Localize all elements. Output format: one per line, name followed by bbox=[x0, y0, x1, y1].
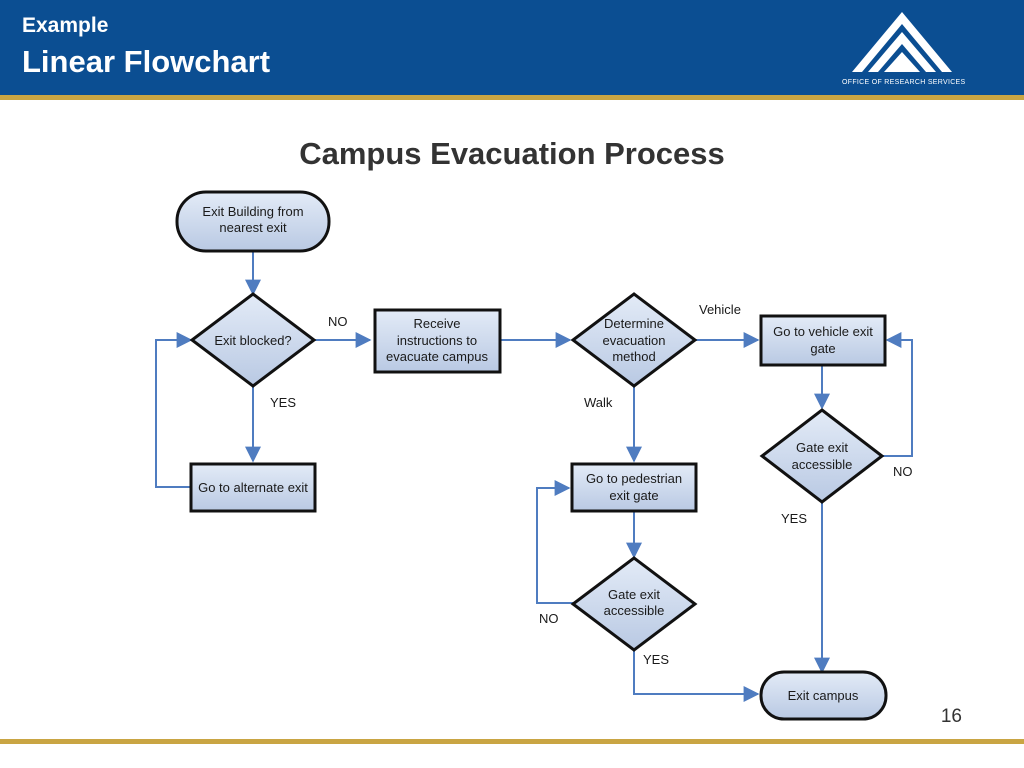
label-alternate-exit: Go to alternate exit bbox=[198, 480, 308, 495]
edge-walk-gate-yes bbox=[633, 650, 760, 702]
edge-label-yes-vehicle-gate: YES bbox=[781, 511, 807, 526]
connectors bbox=[155, 251, 913, 702]
label-vehicle-gate-1: Go to vehicle exit bbox=[773, 324, 873, 339]
label-determine-3: method bbox=[612, 349, 655, 364]
node-vehicle-gate bbox=[759, 314, 887, 367]
label-pedestrian-1: Go to pedestrian bbox=[586, 471, 682, 486]
edge-label-no-walk-gate: NO bbox=[539, 611, 559, 626]
label-receive-2: instructions to bbox=[397, 333, 477, 348]
label-vehicle-gate-2: gate bbox=[810, 341, 835, 356]
label-exit-building-2: nearest exit bbox=[219, 220, 287, 235]
footer-rule bbox=[0, 739, 1024, 744]
node-exit-campus bbox=[759, 670, 888, 721]
edge-alternate-loop-back bbox=[155, 332, 193, 488]
node-determine-method bbox=[570, 292, 698, 388]
edge-label-vehicle: Vehicle bbox=[699, 302, 741, 317]
label-gate-vehicle-2: accessible bbox=[792, 457, 853, 472]
slide-kicker: Example bbox=[22, 14, 109, 37]
node-receive-instructions bbox=[373, 308, 502, 374]
label-gate-walk-2: accessible bbox=[604, 603, 665, 618]
edge-walk-gate-no-loop bbox=[536, 480, 573, 604]
edge-label-no-blocked: NO bbox=[328, 314, 348, 329]
edge-vehicle-gate-no-loop bbox=[882, 332, 913, 457]
edge-label-yes-blocked: YES bbox=[270, 395, 296, 410]
label-exit-campus: Exit campus bbox=[788, 688, 859, 703]
node-exit-building bbox=[175, 190, 331, 253]
node-exit-blocked bbox=[189, 292, 317, 388]
label-gate-walk-1: Gate exit bbox=[608, 587, 660, 602]
label-exit-blocked: Exit blocked? bbox=[214, 333, 291, 348]
header-rule bbox=[0, 95, 1024, 100]
label-pedestrian-2: exit gate bbox=[609, 488, 658, 503]
label-exit-building-1: Exit Building from bbox=[202, 204, 303, 219]
edge-label-yes-walk-gate: YES bbox=[643, 652, 669, 667]
node-gate-accessible-walk bbox=[570, 556, 698, 652]
label-determine-2: evacuation bbox=[603, 333, 666, 348]
edge-label-no-vehicle-gate: NO bbox=[893, 464, 913, 479]
node-pedestrian-gate bbox=[570, 462, 698, 513]
node-gate-accessible-vehicle bbox=[759, 408, 885, 504]
office-logo-icon bbox=[852, 12, 952, 72]
slide-header bbox=[0, 0, 1024, 95]
logo-text: OFFICE OF RESEARCH SERVICES bbox=[842, 79, 966, 86]
slide-title: Linear Flowchart bbox=[22, 44, 271, 79]
label-receive-3: evacuate campus bbox=[386, 349, 488, 364]
node-alternate-exit bbox=[189, 462, 317, 513]
label-gate-vehicle-1: Gate exit bbox=[796, 440, 848, 455]
label-receive-1: Receive bbox=[414, 316, 461, 331]
label-determine-1: Determine bbox=[604, 316, 664, 331]
edge-label-walk: Walk bbox=[584, 395, 613, 410]
diagram-title: Campus Evacuation Process bbox=[299, 136, 725, 171]
page-number: 16 bbox=[940, 706, 962, 727]
